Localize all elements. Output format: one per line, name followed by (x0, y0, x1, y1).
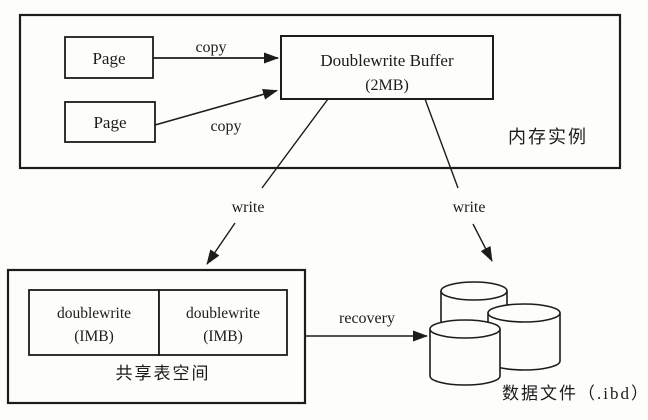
write-label-right: write (453, 199, 486, 216)
write-arrow-right (472, 223, 493, 262)
shared-tablespace-label: 共享表空间 (116, 364, 211, 383)
write-arrow-left (206, 222, 236, 265)
copy-label-1: copy (195, 39, 226, 56)
doublewrite-buffer-box: Doublewrite Buffer (2MB) (280, 35, 494, 100)
write-line-right (424, 98, 459, 189)
doublewrite-segment-size-1: (IMB) (74, 328, 114, 345)
write-line-left (261, 98, 329, 189)
doublewrite-buffer-title: Doublewrite Buffer (320, 51, 454, 70)
memory-instance-box: 内存实例 (18, 13, 622, 170)
database-cylinder-front (429, 319, 501, 386)
copy-arrow-2 (154, 89, 278, 126)
copy-label-2: copy (210, 118, 241, 135)
doublewrite-buffer-size: (2MB) (365, 77, 409, 94)
doublewrite-segment-name-2: doublewrite (186, 305, 260, 322)
page-label-2: Page (93, 113, 126, 132)
doublewrite-segment-box-1: doublewrite (IMB) (28, 289, 160, 356)
recovery-label: recovery (339, 310, 395, 327)
write-label-left: write (232, 199, 265, 216)
doublewrite-segment-size-2: (IMB) (203, 328, 243, 345)
memory-instance-label: 内存实例 (508, 127, 588, 147)
page-label-1: Page (92, 49, 125, 68)
page-box-2: Page (64, 101, 156, 143)
page-box-1: Page (64, 36, 154, 79)
doublewrite-segment-box-2: doublewrite (IMB) (158, 289, 288, 356)
datafiles-label: 数据文件（.ibd） (502, 384, 648, 403)
doublewrite-segment-name-1: doublewrite (57, 305, 131, 322)
